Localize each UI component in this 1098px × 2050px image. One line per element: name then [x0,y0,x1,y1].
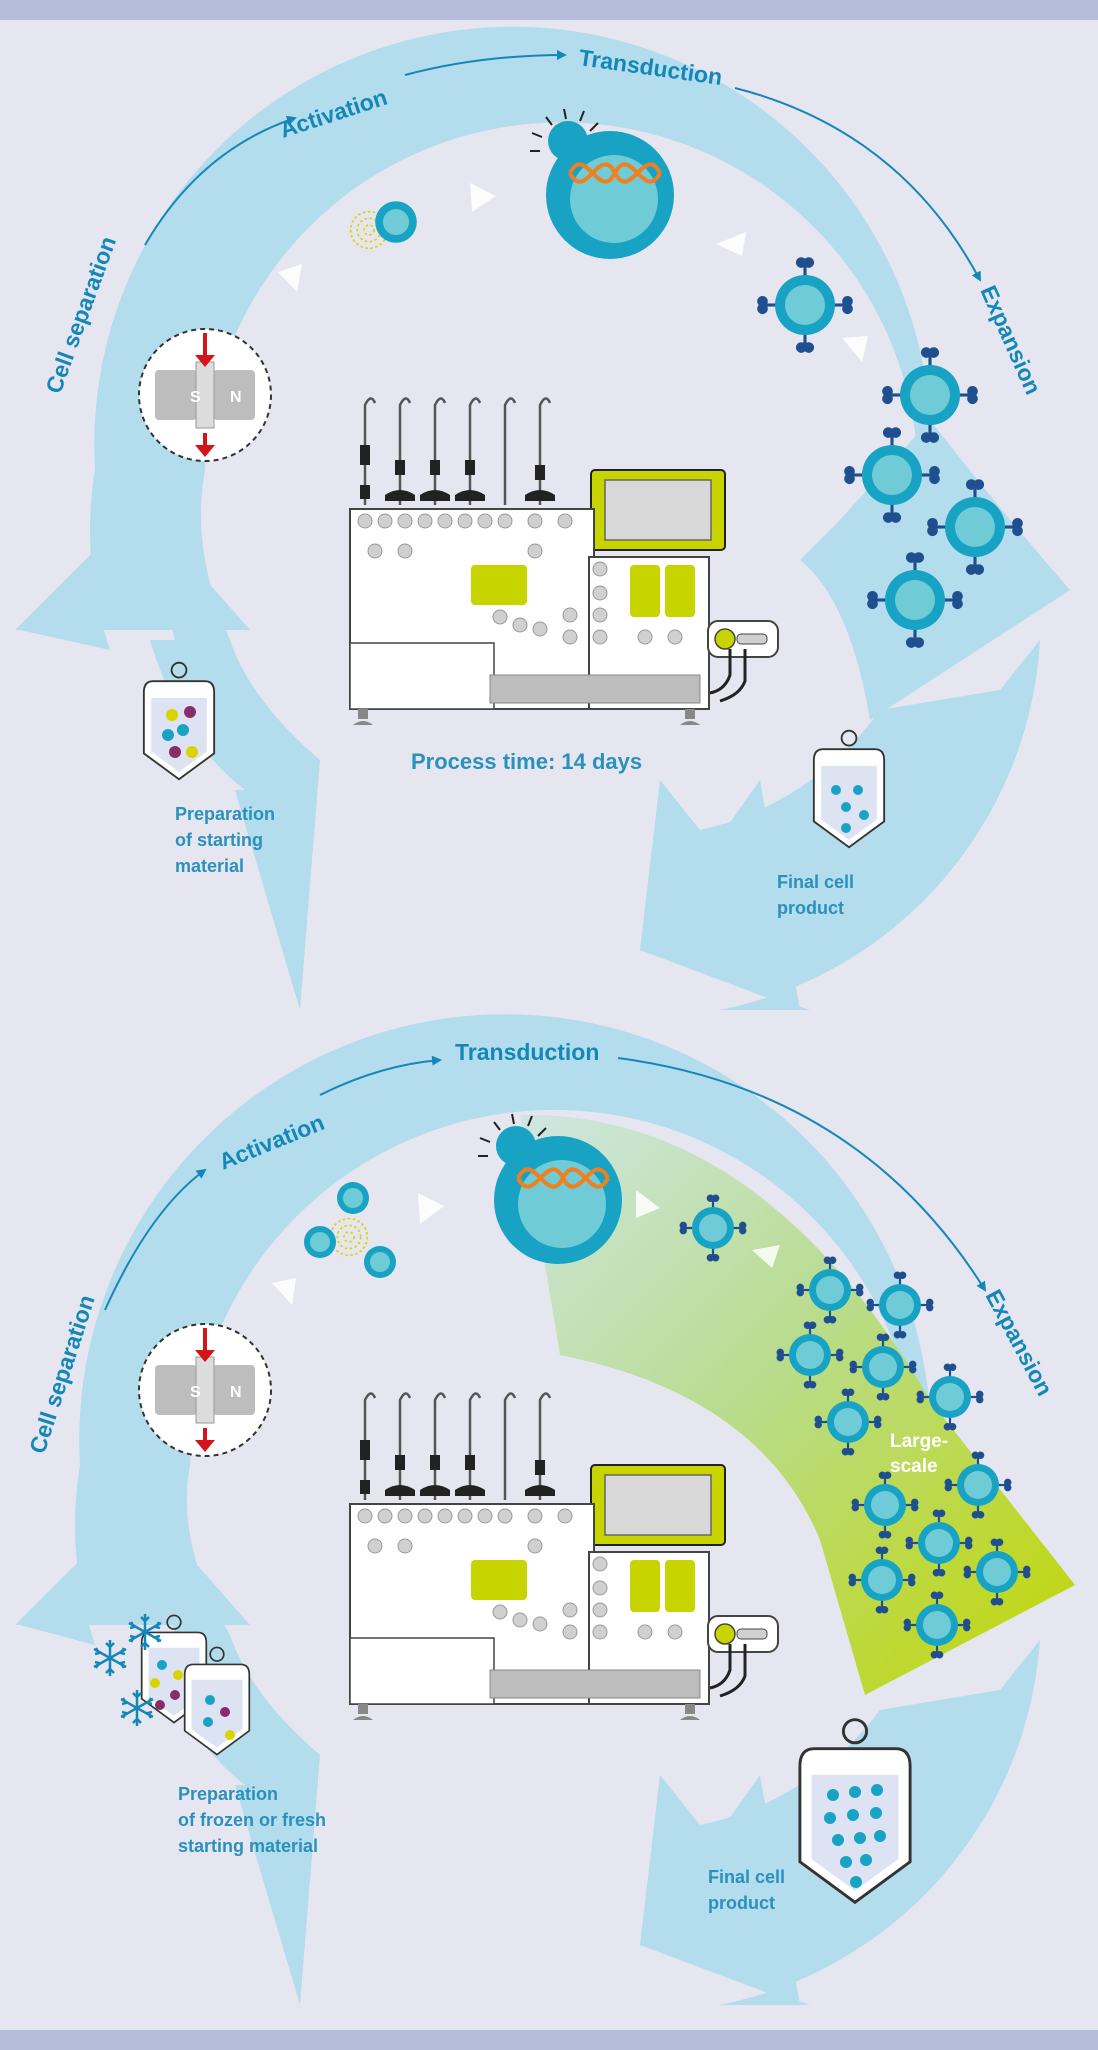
final-line-1: Final cell [777,872,854,892]
prep-line-2: of starting [175,830,263,850]
magnet-s-label: S [190,389,201,406]
virus-icon [329,1217,369,1257]
magnet-icon [137,1322,273,1458]
instrument-icon [348,1391,780,1722]
step-expansion: Expansion [975,281,1046,398]
t-cell-icon [364,1246,396,1278]
instrument-icon [348,396,780,727]
bottom-band [0,2030,1098,2050]
bag-cells [162,706,198,758]
step-expansion: Expansion [981,1285,1059,1400]
t-cell-icon [882,347,978,443]
t-cell-icon [337,1182,369,1214]
prep-line-3: material [175,856,244,876]
magnet-n-label: N [230,1384,242,1401]
allogeneic-workflow-panel: Large- scale Cell separation Activation … [15,1014,1075,2005]
t-cell-icon [757,257,853,353]
t-cell-icon [375,201,417,243]
prep-line-1: Preparation [175,804,275,824]
magnet-icon [137,327,273,463]
prep-line-1: Preparation [178,1784,278,1804]
final-line-2: product [708,1893,775,1913]
final-line-1: Final cell [708,1867,785,1887]
bag-cells [824,1784,886,1888]
bag-cells [150,1660,235,1740]
process-time: Process time: 14 days [411,749,642,774]
step-transduction: Transduction [455,1039,599,1065]
expansion-arrow-head [800,420,1070,720]
large-scale-line-1: Large- [890,1431,948,1452]
t-cell-icon [304,1226,336,1258]
bag-cells [831,785,869,833]
large-scale-line-2: scale [890,1456,938,1477]
upper-ring [79,1014,931,1483]
snowflake-icon [92,1638,128,1678]
prep-line-2: of frozen or fresh [178,1810,326,1830]
upper-ring [94,26,930,489]
final-line-2: product [777,898,844,918]
prep-line-3: starting material [178,1836,318,1856]
magnet-n-label: N [230,389,242,406]
autologous-workflow-panel: Cell separation Activation Transduction … [15,26,1070,1010]
magnet-s-label: S [190,1384,201,1401]
top-band [0,0,1098,20]
